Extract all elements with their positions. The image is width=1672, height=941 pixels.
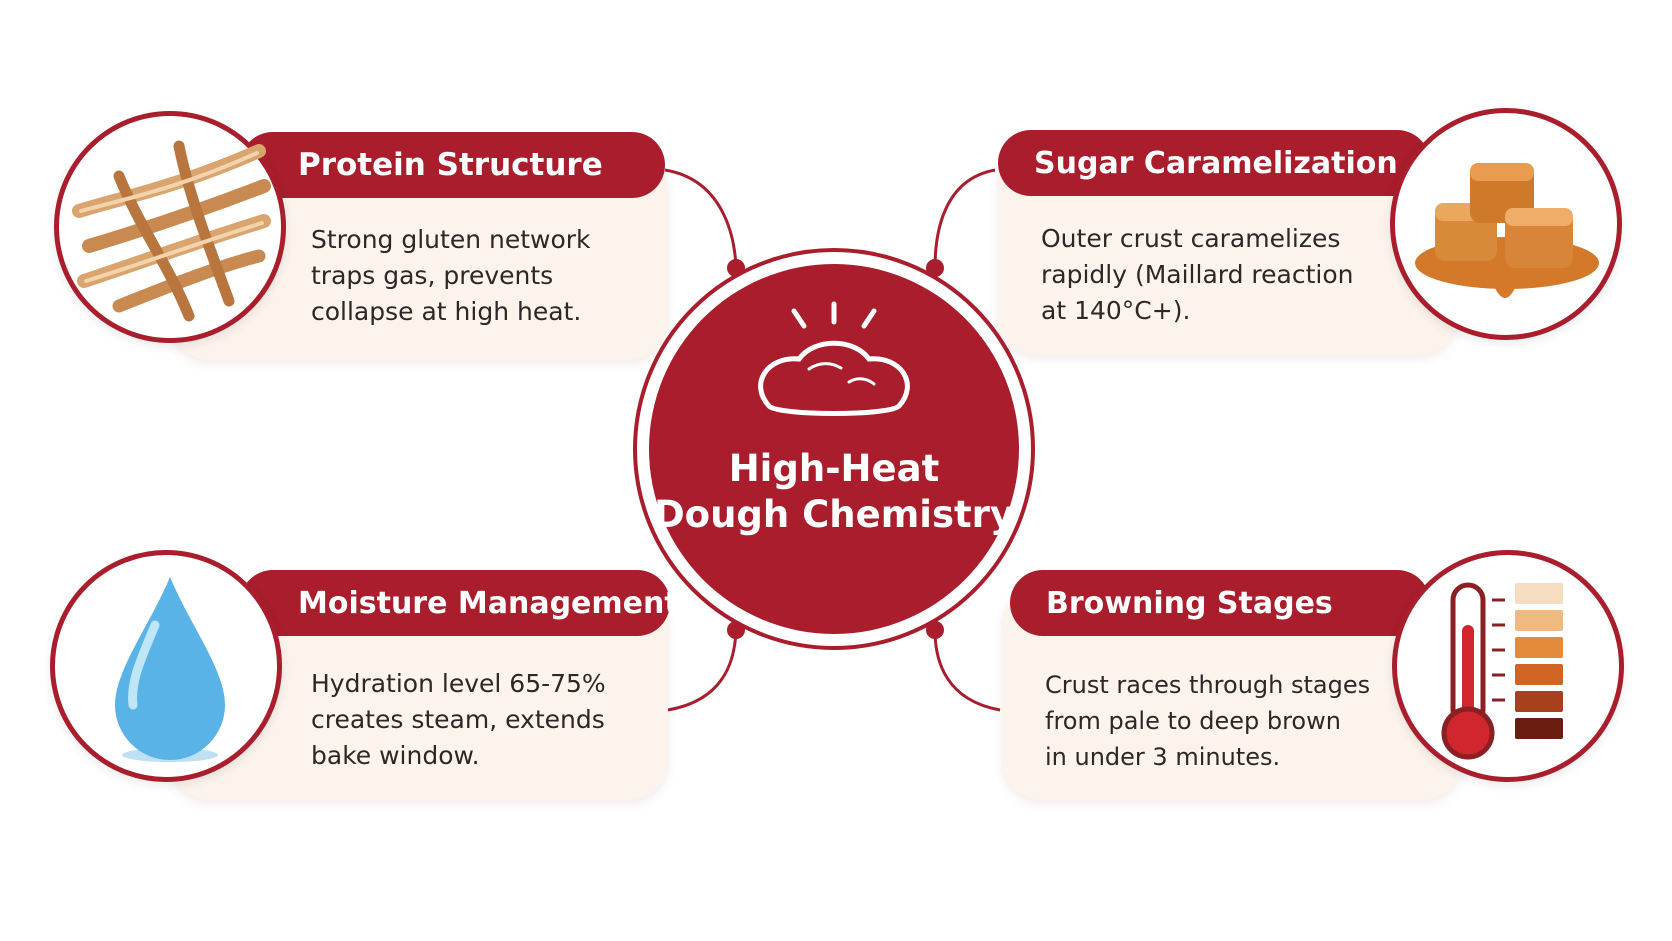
node-title-sugar-caramelization: Sugar Caramelization [998, 130, 1430, 196]
connector-moisture [667, 629, 738, 712]
description-line: Hydration level 65-75% [311, 669, 606, 698]
browning-swatch [1515, 610, 1563, 631]
center-title-line: High-Heat [728, 447, 940, 490]
description-line: rapidly (Maillard reaction [1041, 260, 1354, 289]
description-line: from pale to deep brown [1045, 707, 1341, 735]
caramel-cubes-icon [1415, 163, 1599, 298]
description-line: traps gas, prevents [311, 261, 554, 290]
connector-dot [926, 621, 944, 639]
gluten-strands-icon-circle [54, 111, 286, 343]
water-drop-icon [115, 577, 225, 762]
browning-swatch-scale [1515, 583, 1563, 739]
browning-swatch [1515, 691, 1563, 712]
description-line: collapse at high heat. [311, 297, 582, 326]
water-drop-icon-circle [50, 550, 282, 782]
description-line: creates steam, extends [311, 705, 605, 734]
browning-swatch [1515, 637, 1563, 658]
node-description-browning-stages: Crust races through stages from pale to … [1045, 667, 1385, 775]
description-line: bake window. [311, 741, 480, 770]
node-description-sugar-caramelization: Outer crust caramelizes rapidly (Maillar… [1041, 221, 1371, 329]
browning-swatch [1515, 583, 1563, 604]
thermometer-icon-circle [1392, 550, 1624, 782]
rising-dough-icon [758, 301, 910, 416]
node-title-moisture-management: Moisture Management [240, 570, 679, 636]
connector-protein [664, 168, 738, 269]
description-line: at 140°C+). [1041, 296, 1191, 325]
description-line: Outer crust caramelizes [1041, 224, 1341, 253]
thermometer-icon [1441, 582, 1563, 760]
center-title-line: Dough Chemistry [653, 493, 1015, 536]
gluten-strands-icon [72, 140, 271, 322]
browning-swatch [1515, 664, 1563, 685]
browning-swatch [1515, 718, 1563, 739]
node-title-browning-stages: Browning Stages [1010, 570, 1430, 636]
node-description-moisture-management: Hydration level 65-75% creates steam, ex… [311, 666, 656, 774]
connector-browning [933, 629, 1001, 712]
node-description-protein-structure: Strong gluten network traps gas, prevent… [311, 222, 651, 330]
description-line: Strong gluten network [311, 225, 591, 254]
center-hub: High-Heat Dough Chemistry [633, 248, 1035, 650]
description-line: Crust races through stages [1045, 671, 1371, 699]
center-title: High-Heat Dough Chemistry [649, 446, 1019, 538]
center-hub-fill: High-Heat Dough Chemistry [649, 264, 1019, 634]
node-title-protein-structure: Protein Structure [240, 132, 665, 198]
connector-sugar [933, 168, 996, 269]
description-line: in under 3 minutes. [1045, 743, 1281, 771]
caramel-cubes-icon-circle [1390, 108, 1622, 340]
